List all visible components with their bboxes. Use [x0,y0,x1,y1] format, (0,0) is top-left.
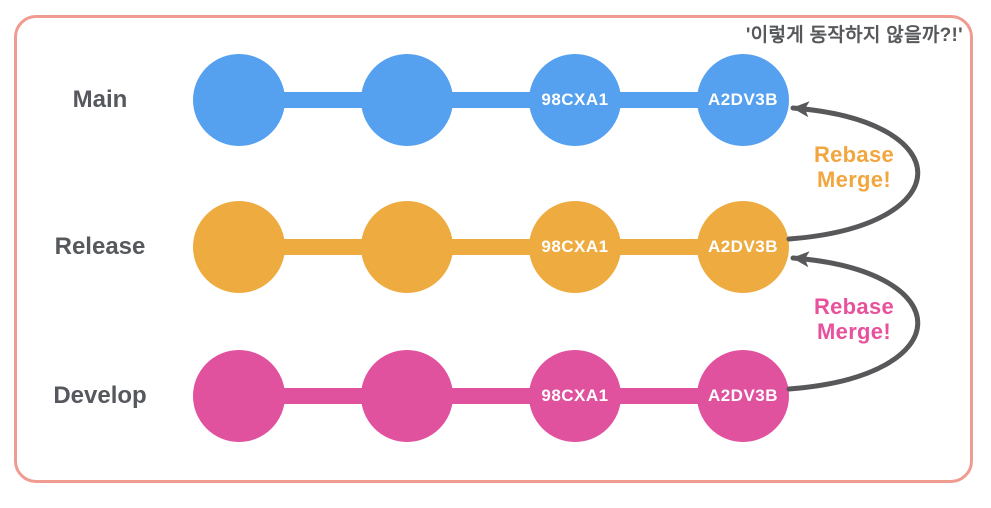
commit-node-develop-2 [361,350,453,442]
commit-track-develop [239,388,743,404]
branch-label-release: Release [54,233,146,260]
caption-quote: '이렇게 동작하지 않을까?!' [745,25,963,46]
frame-border [14,15,973,483]
annotation-line: Merge! [817,319,891,344]
branch-label-main: Main [72,86,128,113]
annotation-rebase-merge-1: Rebase Merge! [796,142,912,192]
commit-track-release [239,239,743,255]
commit-node-release-3: 98CXA1 [529,201,621,293]
commit-node-release-2 [361,201,453,293]
commit-track-main [239,92,743,108]
commit-node-develop-4: A2DV3B [697,350,789,442]
branch-label-develop: Develop [53,382,147,409]
commit-node-develop-1 [193,350,285,442]
commit-node-main-3: 98CXA1 [529,54,621,146]
commit-node-release-4: A2DV3B [697,201,789,293]
commit-node-release-1 [193,201,285,293]
commit-node-main-2 [361,54,453,146]
commit-node-develop-3: 98CXA1 [529,350,621,442]
annotation-line: Merge! [817,167,891,192]
commit-node-main-1 [193,54,285,146]
annotation-rebase-merge-2: Rebase Merge! [796,294,912,344]
annotation-line: Rebase [813,142,895,167]
commit-node-main-4: A2DV3B [697,54,789,146]
annotation-line: Rebase [813,294,895,319]
